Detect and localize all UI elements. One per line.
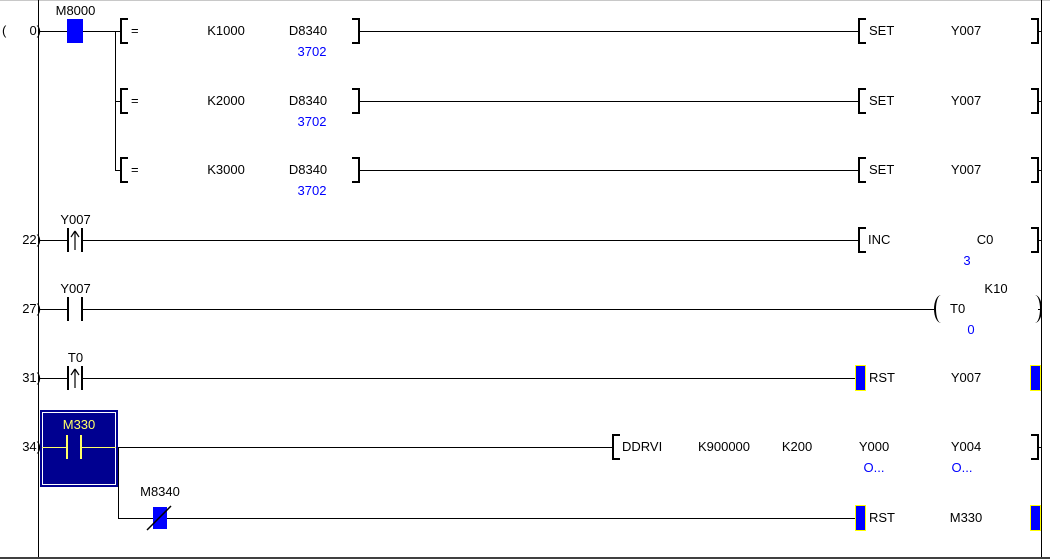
coil-icon [1028, 295, 1042, 323]
contact-label: T0 [67, 350, 84, 365]
contact-m8000[interactable] [67, 19, 83, 43]
contact-label: Y007 [60, 212, 91, 227]
rst-arg[interactable]: Y007 [950, 370, 982, 385]
ddrvi-arg2[interactable]: K200 [781, 439, 813, 454]
set-op[interactable]: SET [869, 93, 895, 108]
inc-op[interactable]: INC [868, 232, 891, 247]
bracket-icon [120, 88, 128, 114]
bracket-icon [858, 18, 866, 44]
monitor-value: O... [863, 460, 885, 475]
ddrvi-arg1[interactable]: K900000 [697, 439, 751, 454]
compare-arg2[interactable]: D8340 [288, 93, 328, 108]
left-bus [38, 0, 39, 557]
step-number: 27) [22, 301, 41, 316]
set-op[interactable]: SET [869, 162, 895, 177]
set-arg[interactable]: Y007 [950, 93, 982, 108]
monitor-value: 3 [963, 253, 971, 268]
bracket-icon [352, 157, 360, 183]
top-border [0, 0, 1050, 1]
compare-arg2[interactable]: D8340 [288, 162, 328, 177]
compare-arg2[interactable]: D8340 [288, 23, 328, 38]
set-arg[interactable]: Y007 [950, 23, 982, 38]
step-number: 34) [22, 439, 41, 454]
monitor-value: 3702 [297, 183, 327, 198]
rst-op[interactable]: RST [869, 370, 895, 385]
compare-op[interactable]: = [131, 93, 139, 108]
compare-arg1[interactable]: K1000 [207, 23, 245, 38]
bracket-icon [858, 88, 866, 114]
step-paren: ( [2, 23, 7, 38]
rising-edge-icon [70, 368, 80, 388]
contact-y007[interactable] [67, 297, 69, 321]
inc-arg[interactable]: C0 [976, 232, 994, 247]
set-arg[interactable]: Y007 [950, 162, 982, 177]
contact-label: Y007 [60, 281, 91, 296]
contact-m330[interactable] [66, 435, 68, 459]
compare-op[interactable]: = [131, 23, 139, 38]
monitor-value: 0 [967, 322, 975, 337]
set-op[interactable]: SET [869, 23, 895, 38]
compare-op[interactable]: = [131, 162, 139, 177]
rising-edge-icon [70, 230, 80, 250]
step-number: 22) [22, 232, 41, 247]
contact-label: M8000 [55, 3, 96, 18]
energized-bracket-icon [855, 505, 866, 531]
contact-label: M330 [62, 417, 96, 432]
right-bus [1041, 0, 1042, 557]
compare-arg1[interactable]: K3000 [207, 162, 245, 177]
bracket-icon [352, 88, 360, 114]
contact-y007-pulse[interactable] [67, 228, 69, 252]
energized-bracket-icon [1030, 365, 1041, 391]
ddrvi-arg3[interactable]: Y000 [858, 439, 890, 454]
bracket-icon [120, 18, 128, 44]
monitor-value: 3702 [297, 44, 327, 59]
selected-cell[interactable] [40, 410, 118, 487]
coil-device[interactable]: T0 [950, 301, 966, 316]
bracket-icon [858, 157, 866, 183]
branch-rail [118, 447, 119, 518]
rst-arg[interactable]: M330 [949, 510, 983, 525]
bracket-icon [612, 434, 620, 460]
bracket-icon [120, 157, 128, 183]
compare-arg1[interactable]: K2000 [207, 93, 245, 108]
energized-bracket-icon [1030, 505, 1041, 531]
step-number: 0) [29, 23, 41, 38]
monitor-value: O... [951, 460, 973, 475]
selection-border [42, 412, 116, 485]
energized-bracket-icon [855, 365, 866, 391]
bracket-icon [858, 227, 866, 253]
coil-icon[interactable] [934, 295, 948, 323]
ddrvi-op[interactable]: DDRVI [622, 439, 663, 454]
step-number: 31) [22, 370, 41, 385]
bracket-icon [352, 18, 360, 44]
rst-op[interactable]: RST [869, 510, 895, 525]
contact-t0-pulse[interactable] [67, 366, 69, 390]
monitor-value: 3702 [297, 114, 327, 129]
bottom-border [0, 557, 1050, 559]
contact-label: M8340 [140, 484, 180, 499]
timer-preset: K10 [984, 281, 1008, 296]
ddrvi-arg4[interactable]: Y004 [950, 439, 982, 454]
normally-closed-slash-icon [146, 505, 172, 531]
